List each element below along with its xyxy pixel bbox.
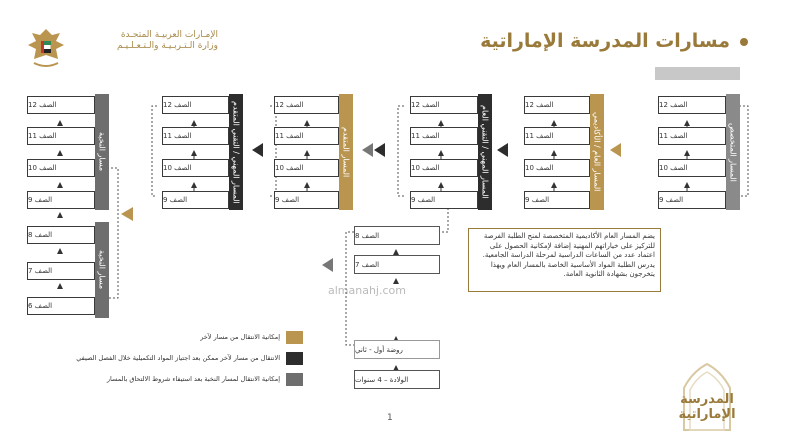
arrow-gray-1 xyxy=(362,143,373,157)
grade-box: الصف 10 xyxy=(410,159,478,177)
legend-swatch-dark xyxy=(286,352,303,365)
legend-swatch-gold xyxy=(286,331,303,344)
kg-box: روضة أول - ثاني xyxy=(354,340,440,359)
column-bar-advanced: المسار المتقدم xyxy=(339,94,353,210)
grade-box: الصف 11 xyxy=(162,127,229,145)
title-bullet xyxy=(740,38,748,46)
middle-grade-box: الصف 7 xyxy=(354,255,440,274)
column-bar-vocational-advanced: المسار المهني / التقني المتقدم xyxy=(229,94,243,210)
grade-box: الصف 10 xyxy=(524,159,590,177)
emirati-school-logo-icon xyxy=(683,362,731,431)
grade-box: الصف 10 xyxy=(658,159,726,177)
arrow-gray-2 xyxy=(322,258,333,272)
column-bar-specialized: المسار المتخصص xyxy=(726,94,740,210)
org-name-line1: الإمـارات العربيـة المتحـدة xyxy=(120,30,218,40)
legend-swatch-gray xyxy=(286,373,303,386)
grade-box: الصف 11 xyxy=(27,127,95,145)
org-name-line2: وزارة الـتـربـيـة والـتـعـلـيـم xyxy=(116,41,218,51)
grade-box: الصف 6 xyxy=(27,297,95,315)
grade-box: الصف 9 xyxy=(27,191,95,209)
grade-box: الصف 9 xyxy=(410,191,478,209)
grade-box: الصف 12 xyxy=(27,96,95,114)
arrow-gold-1 xyxy=(610,143,621,157)
info-box: يضم المسار العام الأكاديمية المتخصصة لمن… xyxy=(468,228,661,292)
grade-box: الصف 10 xyxy=(162,159,229,177)
org-name: الإمـارات العربيـة المتحـدة وزارة الـتـر… xyxy=(78,30,218,52)
column-bar-vocational-general: المسار المهني / التقني العام xyxy=(478,94,492,210)
grade-box: الصف 11 xyxy=(274,127,339,145)
grade-box: الصف 8 xyxy=(27,226,95,244)
kg-age-box: الولادة – 4 سنوات xyxy=(354,370,440,389)
arrow-dark-1 xyxy=(497,143,508,157)
grade-box: الصف 11 xyxy=(658,127,726,145)
column-bar-elite-lower: مسار النخبة xyxy=(95,222,109,318)
grade-box: الصف 12 xyxy=(524,96,590,114)
arrow-dark-3 xyxy=(252,143,263,157)
grade-box: الصف 12 xyxy=(162,96,229,114)
grade-box: الصف 9 xyxy=(274,191,339,209)
column-bar-elite-upper: مسار النخبة xyxy=(95,94,109,210)
grade-box: الصف 9 xyxy=(658,191,726,209)
grade-box: الصف 7 xyxy=(27,262,95,280)
legend-text: إمكانية الانتقال لمسار النخبة بعد استيفا… xyxy=(106,375,280,383)
grade-box: الصف 9 xyxy=(162,191,229,209)
page-title: مسارات المدرسة الإماراتية xyxy=(480,30,730,52)
emirati-school-logo-text: المدرسة الإماراتية xyxy=(678,392,736,422)
grade-box: الصف 11 xyxy=(410,127,478,145)
emblem-icon xyxy=(28,29,64,67)
legend-text: إمكانية الانتقال من مسار لآخر xyxy=(200,333,280,341)
middle-grade-box: الصف 8 xyxy=(354,226,440,245)
arrow-gold-2 xyxy=(121,207,133,221)
column-bar-general: المسار العام / الأكاديمي xyxy=(590,94,604,210)
grade-box: الصف 10 xyxy=(27,159,95,177)
page-number: 1 xyxy=(387,413,393,423)
watermark: almanahj.com xyxy=(328,284,406,297)
grade-box: الصف 12 xyxy=(658,96,726,114)
grade-box: الصف 11 xyxy=(524,127,590,145)
grade-box: الصف 12 xyxy=(274,96,339,114)
grade-box: الصف 9 xyxy=(524,191,590,209)
grade-box: الصف 12 xyxy=(410,96,478,114)
grade-box: الصف 10 xyxy=(274,159,339,177)
legend-text: الانتقال من مسار لآخر ممكن بعد اجتياز ال… xyxy=(76,354,280,362)
title-underline-bar xyxy=(655,67,740,80)
arrow-dark-2 xyxy=(374,143,385,157)
